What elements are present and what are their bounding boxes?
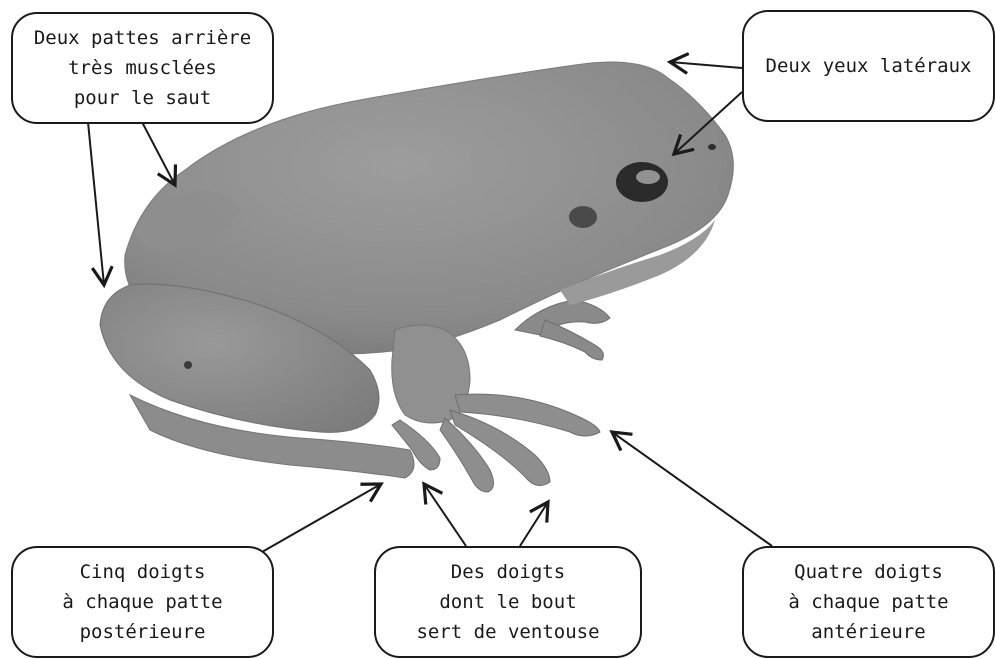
callout-line: postérieure — [80, 617, 206, 647]
far-front-toes — [515, 300, 610, 360]
callout-line: Quatre doigts — [794, 557, 943, 587]
eye-highlight — [636, 170, 660, 184]
callout-line: à chaque patte — [788, 587, 948, 617]
callout-line: Des doigts — [451, 557, 565, 587]
callout-line: dont le bout — [439, 587, 576, 617]
callout-line: sert de ventouse — [416, 617, 599, 647]
callout-back-legs: Deux pattes arrière très musclées pour l… — [11, 12, 274, 124]
callout-hind-toes: Cinq doigts à chaque patte postérieure — [11, 546, 274, 658]
callout-line: pour le saut — [74, 83, 211, 113]
front-leg — [392, 325, 470, 423]
frog-tympanum — [569, 206, 597, 228]
callout-line: Cinq doigts — [80, 557, 206, 587]
frog-nostril — [708, 144, 716, 150]
callout-line: Deux pattes arrière — [34, 23, 251, 53]
callout-front-toes: Quatre doigts à chaque patte antérieure — [742, 546, 995, 658]
skin-spot — [184, 361, 192, 369]
callout-suction-toes: Des doigts dont le bout sert de ventouse — [374, 546, 642, 658]
callout-line: Deux yeux latéraux — [766, 51, 972, 81]
callout-line: très musclées — [68, 53, 217, 83]
callout-eyes: Deux yeux latéraux — [742, 10, 995, 122]
callout-line: antérieure — [811, 617, 925, 647]
callout-line: à chaque patte — [62, 587, 222, 617]
